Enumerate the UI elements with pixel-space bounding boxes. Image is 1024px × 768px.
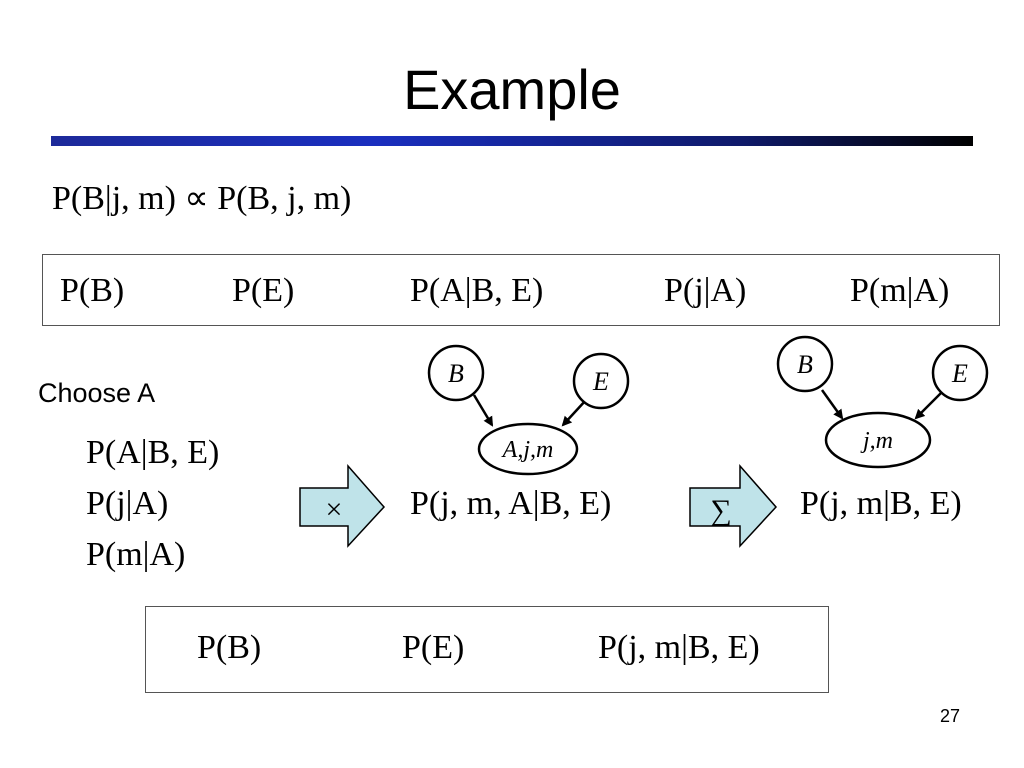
product-symbol: × — [326, 493, 343, 526]
slide-title: Example — [403, 58, 621, 121]
node-ajm-ellipse — [477, 422, 579, 476]
choose-label: Choose A — [38, 378, 156, 408]
node-ajm-label: A,j,m — [501, 437, 554, 463]
factor-p-j-given-a: P(j|A) — [664, 272, 747, 309]
product-arrow: × — [299, 464, 386, 548]
sum-arrow: ∑ — [689, 464, 778, 548]
final-factor-box — [145, 606, 829, 693]
node-b-circle — [427, 344, 485, 402]
node-jm-ellipse — [824, 411, 932, 469]
node-e2-label: E — [951, 359, 968, 388]
proportional-equation: P(B|j, m) ∝ P(B, j, m) — [52, 180, 352, 217]
product-arrow-shape — [299, 464, 386, 548]
sum-arrow-shape — [689, 464, 778, 548]
graph-after: B E j,m — [776, 335, 989, 469]
factor-p-a-given-b-e: P(A|B, E) — [410, 272, 544, 309]
edge-e-to-ajm — [561, 399, 587, 427]
sum-result: P(j, m|B, E) — [800, 485, 962, 522]
sum-symbol: ∑ — [710, 494, 731, 527]
factor-p-e: P(E) — [232, 272, 295, 309]
node-e-label: E — [592, 367, 609, 396]
node-b2-circle — [776, 335, 834, 393]
final-factor-p-e: P(E) — [402, 629, 465, 666]
node-b-label: B — [448, 359, 464, 388]
node-e2-circle — [931, 344, 989, 402]
page-number: 27 — [940, 706, 961, 726]
node-e-circle — [572, 352, 630, 410]
final-factor-p-jm-given-be: P(j, m|B, E) — [598, 629, 760, 666]
title-divider — [51, 136, 973, 146]
node-b2-label: B — [797, 350, 813, 379]
chosen-factor-m: P(m|A) — [86, 536, 186, 573]
node-jm-label: j,m — [860, 428, 893, 454]
graph-before: B E A,j,m — [427, 344, 630, 476]
edge-b-to-jm — [820, 389, 844, 420]
edge-b-to-ajm — [472, 394, 494, 427]
chosen-factor-a: P(A|B, E) — [86, 434, 220, 471]
chosen-factor-j: P(j|A) — [86, 485, 169, 522]
factor-p-b: P(B) — [60, 272, 125, 309]
final-factor-p-b: P(B) — [197, 629, 262, 666]
initial-factor-box — [42, 254, 1000, 326]
edge-e-to-jm — [914, 391, 943, 420]
product-result: P(j, m, A|B, E) — [410, 485, 612, 522]
factor-p-m-given-a: P(m|A) — [850, 272, 950, 309]
